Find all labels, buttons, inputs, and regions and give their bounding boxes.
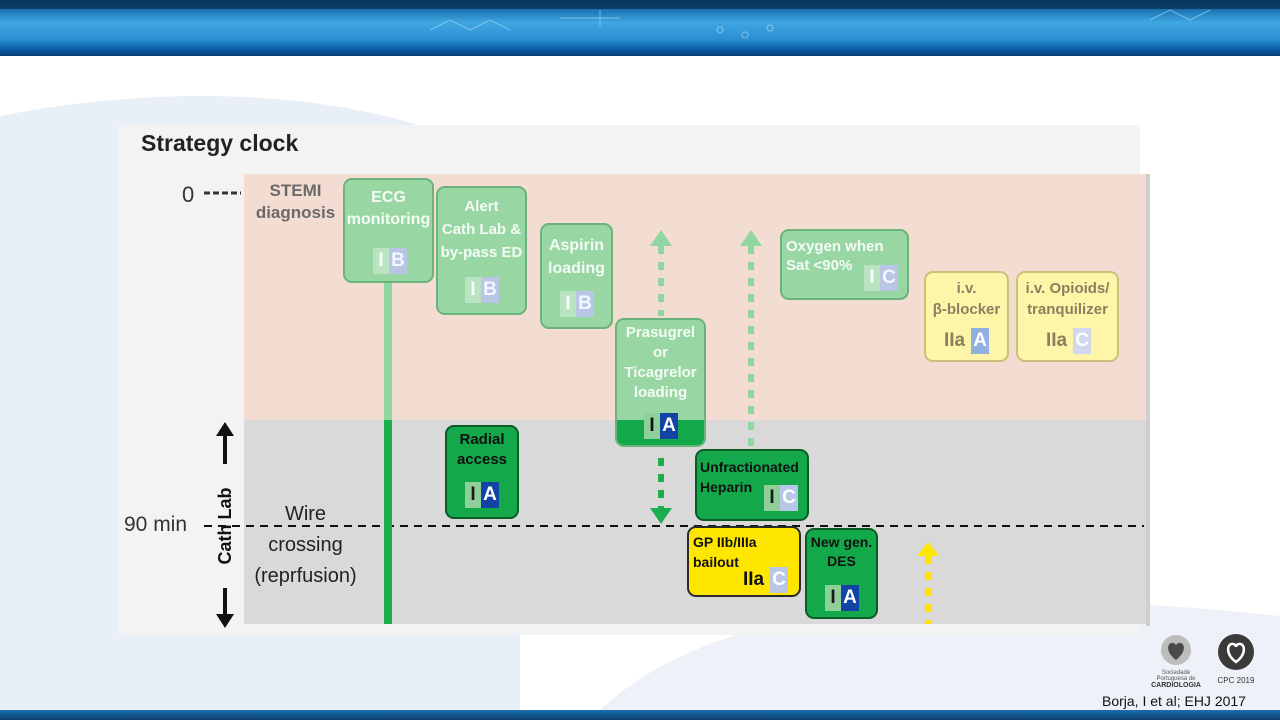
radial-level: A <box>481 482 499 508</box>
ecg-class: I <box>373 248 389 274</box>
beta-level: A <box>971 328 990 354</box>
gp-class: IIa <box>743 569 765 590</box>
logo1-label: CARDIOLOGIA <box>1151 682 1201 689</box>
des-level: A <box>841 585 859 611</box>
opioid-line1: i.v. Opioids/ <box>1025 280 1110 297</box>
alert-line3: by-pass ED <box>440 244 523 261</box>
opioid-class: IIa <box>1046 330 1068 351</box>
heparin-dotted-arrow <box>740 230 762 448</box>
logo1-sub: Sociedade Portuguesa de <box>1156 670 1196 682</box>
prasugrel-line2: or <box>653 344 668 361</box>
gp-line2: bailout <box>693 554 739 570</box>
ninety-min-line <box>204 525 1144 527</box>
ecg-level: B <box>389 248 407 274</box>
aspirin-class: I <box>560 291 576 317</box>
alert-class: I <box>465 277 481 303</box>
footer-band <box>0 710 1280 720</box>
oxygen-line1: Oxygen when <box>786 238 884 255</box>
citation: Borja, I et al; EHJ 2017 <box>1102 693 1246 709</box>
des-line2: DES <box>827 553 856 569</box>
ecg-line <box>384 420 392 624</box>
cpc-logo: CPC 2019 <box>1212 633 1260 685</box>
heparin-class: I <box>764 485 780 511</box>
opioid-line2: tranquilizer <box>1027 301 1108 318</box>
heparin-level: C <box>780 485 798 511</box>
ecg-line1: ECG <box>371 189 406 206</box>
stemi-line2: diagnosis <box>255 203 336 222</box>
prasugrel-line1: Prasugrel <box>625 324 696 341</box>
opioid-level: C <box>1073 328 1092 354</box>
prasugrel-line3: Ticagrelor <box>624 364 697 381</box>
prasugrel-line4: loading <box>633 384 688 401</box>
des-class: I <box>825 585 841 611</box>
alert-line2: Cath Lab & <box>441 221 522 238</box>
gp-level: C <box>770 567 789 593</box>
oxygen-class: I <box>864 265 880 291</box>
heart-logo-icon <box>1161 635 1191 665</box>
panel-shadow <box>1146 174 1150 626</box>
radial-line1: Radial <box>459 431 505 448</box>
ecg-line-faded <box>384 282 392 420</box>
wire-line3: (reprfusion) <box>254 565 357 587</box>
alert-line1: Alert <box>464 198 499 215</box>
beta-line2: β-blocker <box>932 301 1001 318</box>
spc-logo: Sociedade Portuguesa de CARDIOLOGIA <box>1147 633 1205 693</box>
zero-dash <box>204 191 241 195</box>
radial-class: I <box>465 482 481 508</box>
beta-class: IIa <box>944 330 966 351</box>
prasugrel-class: I <box>644 413 660 439</box>
wire-crossing-label: Wire crossing (reprfusion) <box>248 499 363 592</box>
stemi-line1: STEMI <box>269 181 322 200</box>
cpc-heart-icon <box>1218 634 1254 670</box>
molecule-decoration <box>0 0 1280 39</box>
yellow-dotted-arrow <box>917 542 939 624</box>
cath-lab-label: Cath Lab <box>215 487 235 565</box>
heparin-line1: Unfractionated <box>700 459 799 475</box>
wire-line1: Wire <box>284 503 327 525</box>
cath-lab-arrow <box>216 422 234 628</box>
prasugrel-dotted-arrow <box>650 230 672 524</box>
diagram-title: Strategy clock <box>141 130 299 156</box>
logo2-label: CPC 2019 <box>1217 676 1255 685</box>
oxygen-line2: Sat <90% <box>786 257 853 274</box>
time-90-label: 90 min <box>124 513 188 536</box>
time-zero-label: 0 <box>182 182 195 207</box>
alert-level: B <box>481 277 499 303</box>
prasugrel-level: A <box>660 413 678 439</box>
header-band <box>0 0 1280 56</box>
radial-line2: access <box>456 451 508 468</box>
aspirin-line2: loading <box>548 260 605 277</box>
stemi-diagnosis-label: STEMI diagnosis <box>248 180 343 224</box>
wire-line2: crossing <box>268 534 343 556</box>
heparin-line2: Heparin <box>700 479 753 495</box>
aspirin-level: B <box>576 291 594 317</box>
oxygen-level: C <box>880 265 898 291</box>
aspirin-line1: Aspirin <box>548 237 605 254</box>
des-line1: New gen. <box>810 534 873 550</box>
gp-line1: GP IIb/IIIa <box>693 534 757 550</box>
ecg-line2: monitoring <box>346 211 431 228</box>
beta-line1: i.v. <box>956 280 977 297</box>
